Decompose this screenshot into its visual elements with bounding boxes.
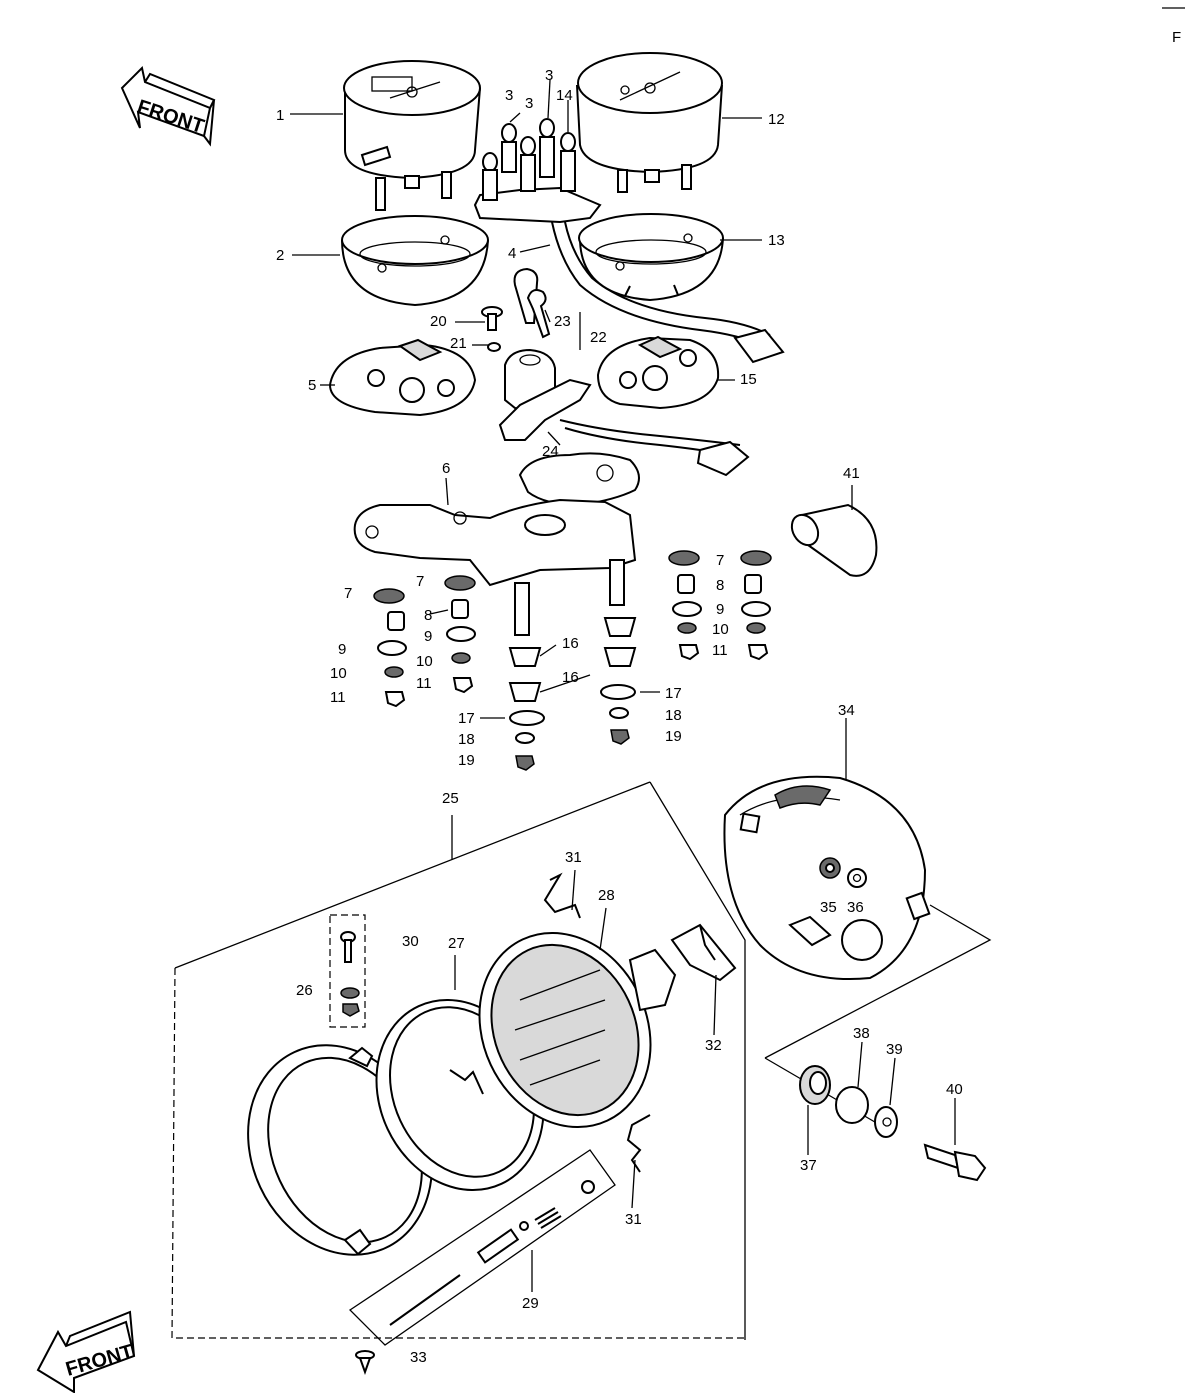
adjusting-screw-set xyxy=(329,914,366,1028)
callout-33: 33 xyxy=(410,1349,427,1366)
callout-28: 28 xyxy=(598,887,615,904)
shell-nut-35 xyxy=(819,857,841,879)
left-hardware-stack xyxy=(373,575,476,708)
callout-17a: 17 xyxy=(665,685,682,702)
callout-12: 12 xyxy=(768,111,785,128)
callout-41: 41 xyxy=(843,465,860,482)
callout-10c: 10 xyxy=(712,621,729,638)
callout-35: 35 xyxy=(820,899,837,916)
shell-washer-36 xyxy=(847,868,867,888)
callout-5: 5 xyxy=(308,377,316,394)
callout-3b: 3 xyxy=(545,67,553,84)
callout-18b: 18 xyxy=(458,731,475,748)
corner-mark: F xyxy=(1172,29,1181,46)
callout-19a: 19 xyxy=(665,728,682,745)
callout-9b: 9 xyxy=(424,628,432,645)
callout-24: 24 xyxy=(542,443,559,460)
callout-16a: 16 xyxy=(562,635,579,652)
meter-bracket xyxy=(353,498,637,636)
callout-25: 25 xyxy=(442,790,459,807)
callout-11c: 11 xyxy=(712,642,728,659)
callout-1: 1 xyxy=(276,107,284,124)
tachometer-base xyxy=(596,335,720,410)
indicator-bulbs-and-harness xyxy=(473,118,785,364)
rim-spring-lower xyxy=(626,1114,651,1173)
callout-26: 26 xyxy=(296,982,313,999)
callout-2: 2 xyxy=(276,247,284,264)
mount-hardware xyxy=(764,1057,987,1182)
callout-17b: 17 xyxy=(458,710,475,727)
callout-8a: 8 xyxy=(424,607,432,624)
center-rubber-stack xyxy=(508,617,637,771)
speedometer-case xyxy=(341,215,489,307)
sealed-beam-unit xyxy=(478,931,677,1129)
callout-39: 39 xyxy=(886,1041,903,1058)
headlight-assembly-outline xyxy=(171,781,746,1340)
callout-3a: 3 xyxy=(505,87,513,104)
callout-16b: 16 xyxy=(562,669,579,686)
callout-22: 22 xyxy=(590,329,607,346)
leader-lines xyxy=(290,79,956,1292)
switch-screw xyxy=(481,306,503,352)
callout-10b: 10 xyxy=(416,653,433,670)
callout-11a: 11 xyxy=(330,689,346,706)
headlight-shell xyxy=(723,775,931,981)
screw-33 xyxy=(355,1350,375,1375)
callout-7b: 7 xyxy=(416,573,424,590)
callout-14: 14 xyxy=(556,87,573,104)
callout-30: 30 xyxy=(402,933,419,950)
switch-bracket xyxy=(518,452,640,507)
callout-31b: 31 xyxy=(625,1211,642,1228)
rubber-grommet xyxy=(790,503,878,577)
right-hardware-stack xyxy=(668,550,772,661)
bulb-socket xyxy=(670,923,737,982)
callout-8b: 8 xyxy=(716,577,724,594)
adjuster-rod-set xyxy=(348,1149,616,1346)
callout-7a: 7 xyxy=(344,585,352,602)
callout-numbers: 1 2 3 3 3 4 5 6 7 7 7 8 8 9 9 9 10 10 10… xyxy=(276,67,963,1366)
callout-38: 38 xyxy=(853,1025,870,1042)
callout-6: 6 xyxy=(442,460,450,477)
callout-21: 21 xyxy=(450,335,467,352)
callout-11b: 11 xyxy=(416,675,432,692)
ignition-switch xyxy=(498,348,750,477)
callout-18a: 18 xyxy=(665,707,682,724)
callout-9c: 9 xyxy=(716,601,724,618)
callout-37: 37 xyxy=(800,1157,817,1174)
callout-36: 36 xyxy=(847,899,864,916)
callout-3c: 3 xyxy=(525,95,533,112)
front-arrow-bottom: FRONT xyxy=(36,1310,136,1393)
speedometer xyxy=(343,60,481,211)
callout-27: 27 xyxy=(448,935,465,952)
callout-29: 29 xyxy=(522,1295,539,1312)
callout-20: 20 xyxy=(430,313,447,330)
callout-23: 23 xyxy=(554,313,571,330)
callout-13: 13 xyxy=(768,232,785,249)
callout-15: 15 xyxy=(740,371,757,388)
callout-40: 40 xyxy=(946,1081,963,1098)
speedometer-base xyxy=(328,338,477,417)
callout-7c: 7 xyxy=(716,552,724,569)
callout-32: 32 xyxy=(705,1037,722,1054)
callout-19b: 19 xyxy=(458,752,475,769)
callout-34: 34 xyxy=(838,702,855,719)
rim-spring-upper xyxy=(543,872,581,919)
callout-31a: 31 xyxy=(565,849,582,866)
callout-4: 4 xyxy=(508,245,516,262)
ignition-key xyxy=(513,267,551,339)
tachometer-case xyxy=(578,213,724,302)
tachometer xyxy=(576,52,723,193)
front-arrow-top: FRONT xyxy=(120,65,216,147)
callout-9a: 9 xyxy=(338,641,346,658)
callout-10a: 10 xyxy=(330,665,347,682)
